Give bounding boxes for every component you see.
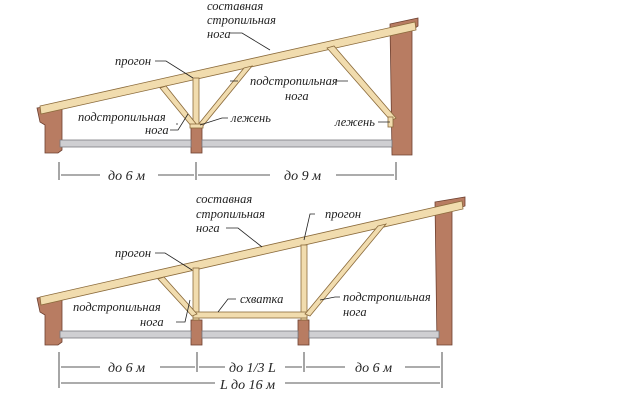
left-wall: [36, 293, 63, 346]
rafter-label-1: составная: [196, 192, 252, 206]
strut-mid-label-2: нога: [285, 89, 309, 103]
strut-mid-label-1: подстропильная: [250, 74, 338, 88]
floor-beam: [201, 139, 393, 148]
purlin-left-label: прогон: [115, 246, 151, 260]
dim-total: L до 16 м: [219, 378, 275, 393]
left-wall: [36, 103, 63, 154]
floor-beam: [308, 330, 440, 339]
tie-label: схватка: [240, 292, 283, 306]
purlin-right-label: прогон: [325, 207, 361, 221]
floor-beam: [201, 330, 299, 339]
diagram-top: составная стропильная нога прогон подстр…: [36, 0, 419, 184]
pillar-2: [297, 319, 310, 346]
rafter-label-3: нога: [196, 221, 220, 235]
rafter-label-2: стропильная: [207, 13, 276, 27]
strut-left-label-2: нога: [140, 315, 164, 329]
rafter: [39, 200, 464, 306]
dim-1: до 6 м: [108, 361, 145, 376]
sill-mid-label: лежень: [230, 111, 271, 125]
dim-3: до 6 м: [355, 361, 392, 376]
right-wall: [434, 196, 466, 346]
post: [192, 77, 200, 128]
rafter-label-1: составная: [207, 0, 263, 13]
diagram-bottom: составная стропильная нога прогон прогон…: [36, 192, 466, 393]
sill-mid: [189, 123, 204, 129]
post-1: [192, 267, 200, 321]
purlin-label: прогон: [115, 54, 151, 68]
floor-beam: [59, 139, 192, 148]
rafter-label-2: стропильная: [196, 207, 265, 221]
rafter-label-3: нога: [207, 27, 231, 41]
strut-right: [326, 45, 397, 122]
strut-left-label-2: нога: [145, 123, 169, 137]
dim-2: до 1/3 L: [229, 361, 276, 376]
strut-left-label-1: подстропильная: [78, 110, 166, 124]
right-wall: [389, 17, 419, 156]
rafter: [39, 21, 417, 115]
strut-right: [304, 223, 388, 317]
strut-right-label-2: нога: [343, 305, 367, 319]
dimension-line: [58, 162, 397, 180]
post-2: [300, 244, 308, 321]
dim-right: до 9 м: [284, 169, 321, 184]
pillar-1: [190, 319, 203, 346]
strut-left: [157, 276, 198, 317]
dimension-line: [58, 352, 443, 388]
dim-left: до 6 м: [108, 169, 145, 184]
floor-beam: [59, 330, 192, 339]
tie-beam: [192, 311, 308, 319]
sill-right-label: лежень: [334, 115, 375, 129]
middle-pillar: [190, 126, 203, 154]
strut-left-label-1: подстропильная: [73, 300, 161, 314]
strut-right-label-1: подстропильная: [343, 290, 431, 304]
